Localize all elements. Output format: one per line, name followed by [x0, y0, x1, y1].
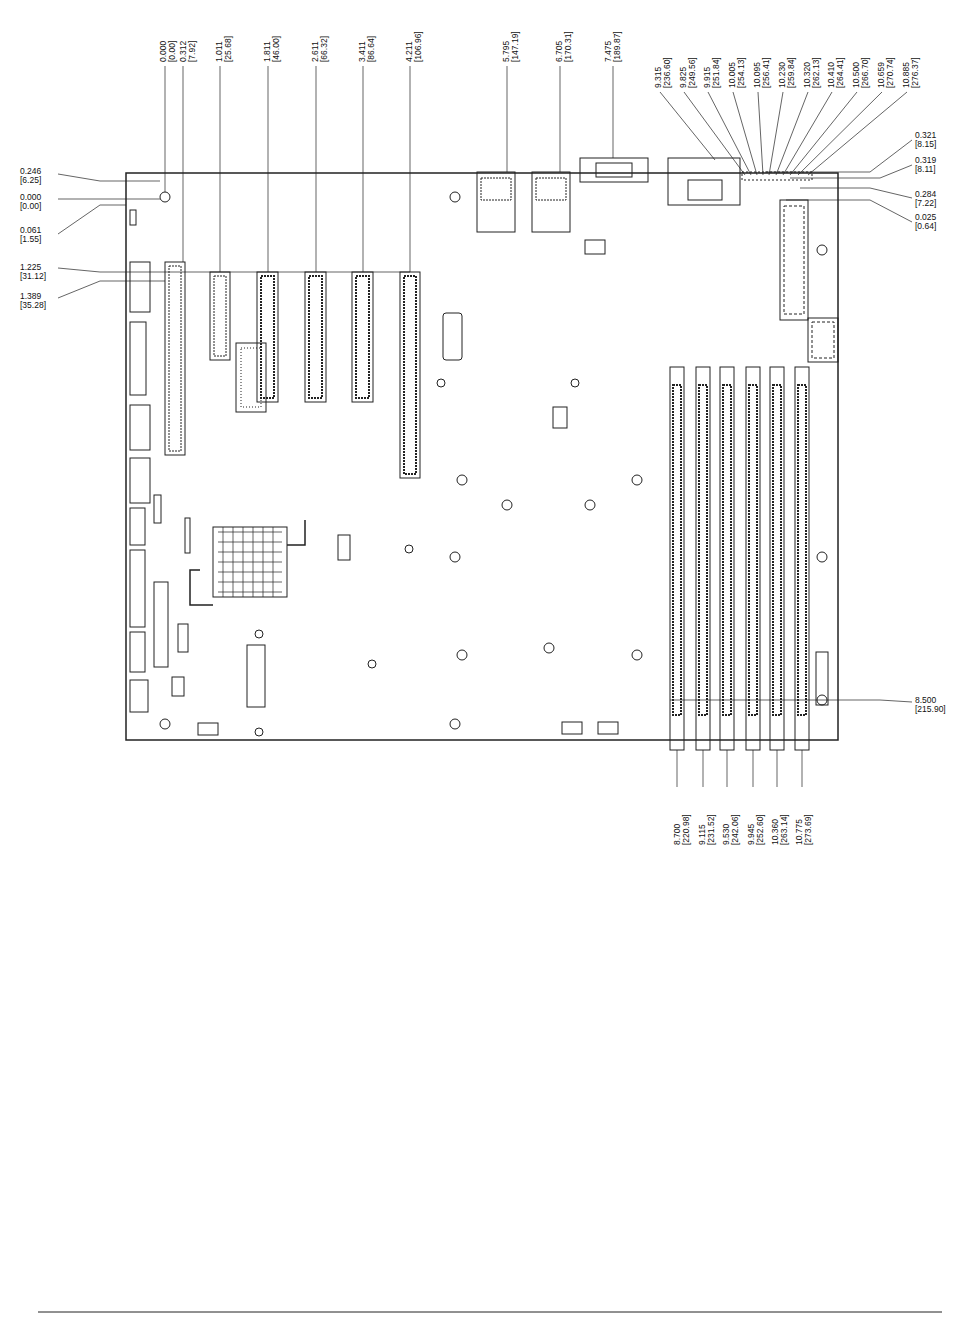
dimension-label: 8.700 [220.98]: [673, 814, 691, 845]
mounting-holes: [160, 192, 827, 736]
dimension-label: 2.611 [66.32]: [311, 36, 329, 62]
dimension-label: 0.000 [0.00]: [159, 41, 177, 62]
dimension-label: 10.500 [266.70]: [852, 57, 870, 88]
dimension-label: 9.915 [251.84]: [703, 57, 721, 88]
expansion-slots: [165, 262, 462, 478]
connectors: [198, 158, 838, 735]
dimension-label: 8.500 [215.90]: [915, 696, 946, 714]
dimension-label: 1.389 [35.28]: [20, 292, 46, 310]
dimension-label: 9.315 [236.60]: [654, 57, 672, 88]
dimension-label: 1.811 [46.00]: [263, 36, 281, 62]
dimension-label: 10.659 [270.74]: [877, 57, 895, 88]
dimension-label: 0.319 [8.11]: [915, 156, 936, 174]
dimension-label: 10.885 [276.37]: [902, 57, 920, 88]
headers: [130, 210, 265, 712]
dimension-label: 0.061 [1.55]: [20, 226, 41, 244]
dimension-label: 0.000 [0.00]: [20, 193, 41, 211]
dimension-label: 3.411 [86.64]: [358, 36, 376, 62]
dimension-label: 10.005 [254.13]: [728, 57, 746, 88]
dimension-label: 9.530 [242.06]: [722, 814, 740, 845]
dimension-label: 9.825 [249.56]: [679, 57, 697, 88]
dimension-label: 5.795 [147.19]: [502, 31, 520, 62]
dimension-label: 4.211 [106.96]: [405, 31, 423, 62]
dimm-slots: [670, 367, 809, 750]
dimension-label: 0.246 [6.25]: [20, 167, 41, 185]
dimension-label: 0.312 [7.92]: [179, 41, 197, 62]
dimension-label: 1.225 [31.12]: [20, 263, 46, 281]
cpu-socket: [190, 520, 305, 605]
dimension-label: 7.475 [189.87]: [604, 31, 622, 62]
dimension-label: 0.284 [7.22]: [915, 190, 936, 208]
page-rule: [38, 1312, 942, 1313]
dimension-label: 6.705 [170.31]: [555, 31, 573, 62]
dimension-label: 0.321 [8.15]: [915, 131, 936, 149]
dimension-label: 0.025 [0.64]: [915, 213, 936, 231]
board-outline: [126, 173, 838, 740]
dimension-label: 10.775 [273.69]: [795, 814, 813, 845]
dimension-label: 9.115 [231.52]: [698, 814, 716, 845]
leader-lines: [58, 66, 912, 787]
dimension-label: 10.320 [262.13]: [803, 57, 821, 88]
dimension-label: 10.095 [256.41]: [753, 57, 771, 88]
dimension-label: 10.410 [264.41]: [827, 57, 845, 88]
dimension-label: 1.011 [25.68]: [215, 36, 233, 62]
dimension-label: 10.360 [263.14]: [771, 814, 789, 845]
dimension-label: 9.945 [252.60]: [747, 814, 765, 845]
dimension-label: 10.230 [259.84]: [778, 57, 796, 88]
